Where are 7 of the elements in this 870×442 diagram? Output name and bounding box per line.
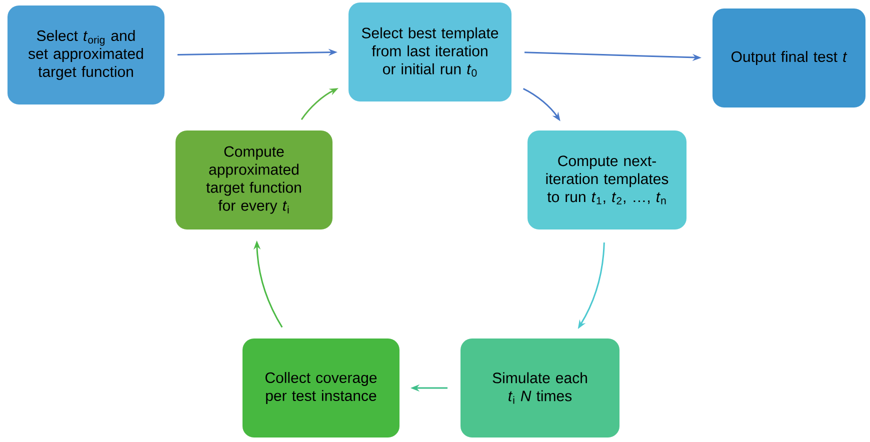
process-box: Select best template from last iteration or initial run t$_{0}$ bbox=[348, 2, 512, 102]
process-box: Compute next-iteration templates to run t$_{1}$, t$_{2}$, …, t$_{n}$ bbox=[526, 130, 688, 230]
process-box: Simulate each t$_{i}$ N times bbox=[460, 338, 620, 438]
process-box: Output final test t bbox=[712, 8, 866, 108]
process-box: Collect coverage per test instance bbox=[242, 338, 400, 438]
process-box: Select t$_{orig}$ and set approximated target function bbox=[6, 4, 166, 106]
process-box: Compute approximated target function for every t$_{i}$ bbox=[174, 130, 334, 230]
